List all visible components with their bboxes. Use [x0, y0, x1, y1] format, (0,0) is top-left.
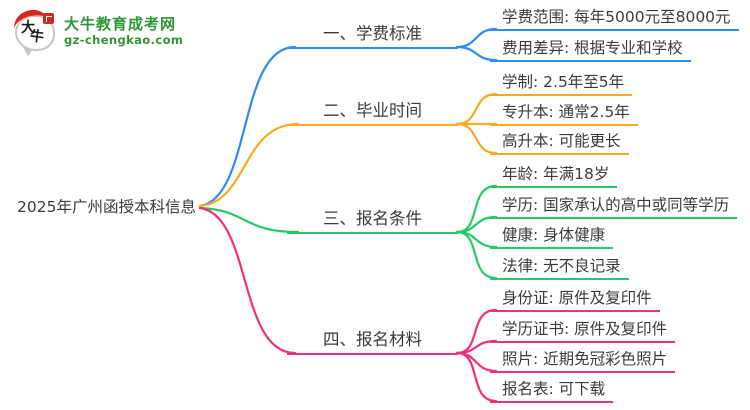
logo-seal-icon	[43, 13, 54, 24]
root-topic: 2025年广州函授本科信息	[17, 198, 196, 216]
branch-1-connector	[198, 45, 297, 208]
leaf-node: 健康: 身体健康	[490, 225, 614, 249]
leaf-node: 专升本: 通常2.5年	[490, 102, 638, 126]
branch-3-connector	[198, 206, 300, 234]
logo-char-bottom: 牛	[28, 28, 45, 46]
branch-4-connector	[198, 206, 297, 355]
logo-title: 大牛教育成考网	[64, 14, 177, 33]
branch-node-graduation: 二、毕业时间	[287, 98, 458, 126]
leaf-node: 高升本: 可能更长	[490, 131, 629, 155]
leaf-node: 报名表: 可下载	[490, 379, 614, 403]
leaf-node: 法律: 无不良记录	[490, 256, 629, 280]
logo-char-top: 大	[21, 20, 35, 36]
leaf-node: 学制: 2.5年至5年	[490, 72, 633, 96]
leaf-node: 费用差异: 根据专业和学校	[490, 38, 691, 62]
branch-node-requirements: 三、报名条件	[287, 206, 458, 234]
site-logo: 大 牛 大牛教育成考网 gz-chengkao.com	[10, 6, 184, 57]
leaf-node: 学历: 国家承认的高中或同等学历	[490, 195, 738, 219]
branch-node-materials: 四、报名材料	[287, 327, 458, 355]
leaf-node: 照片: 近期免冠彩色照片	[490, 349, 676, 373]
leaf-2-3-connector	[455, 122, 498, 155]
leaf-1-2-connector	[455, 45, 498, 62]
leaf-node: 年龄: 年满18岁	[490, 164, 618, 188]
logo-text: 大牛教育成考网 gz-chengkao.com	[64, 14, 184, 47]
logo-bubble-icon: 大 牛	[10, 6, 56, 57]
leaf-3-4-connector	[455, 230, 498, 280]
leaf-node: 学历证书: 原件及复印件	[490, 319, 676, 343]
leaf-4-4-connector	[455, 351, 498, 403]
branch-node-tuition: 一、学费标准	[287, 21, 458, 49]
logo-domain: gz-chengkao.com	[64, 32, 184, 47]
leaf-node: 身份证: 原件及复印件	[490, 288, 660, 312]
leaf-node: 学费范围: 每年5000元至8000元	[490, 7, 739, 31]
branch-2-connector	[198, 122, 300, 208]
logo-bubble-body	[15, 15, 55, 51]
